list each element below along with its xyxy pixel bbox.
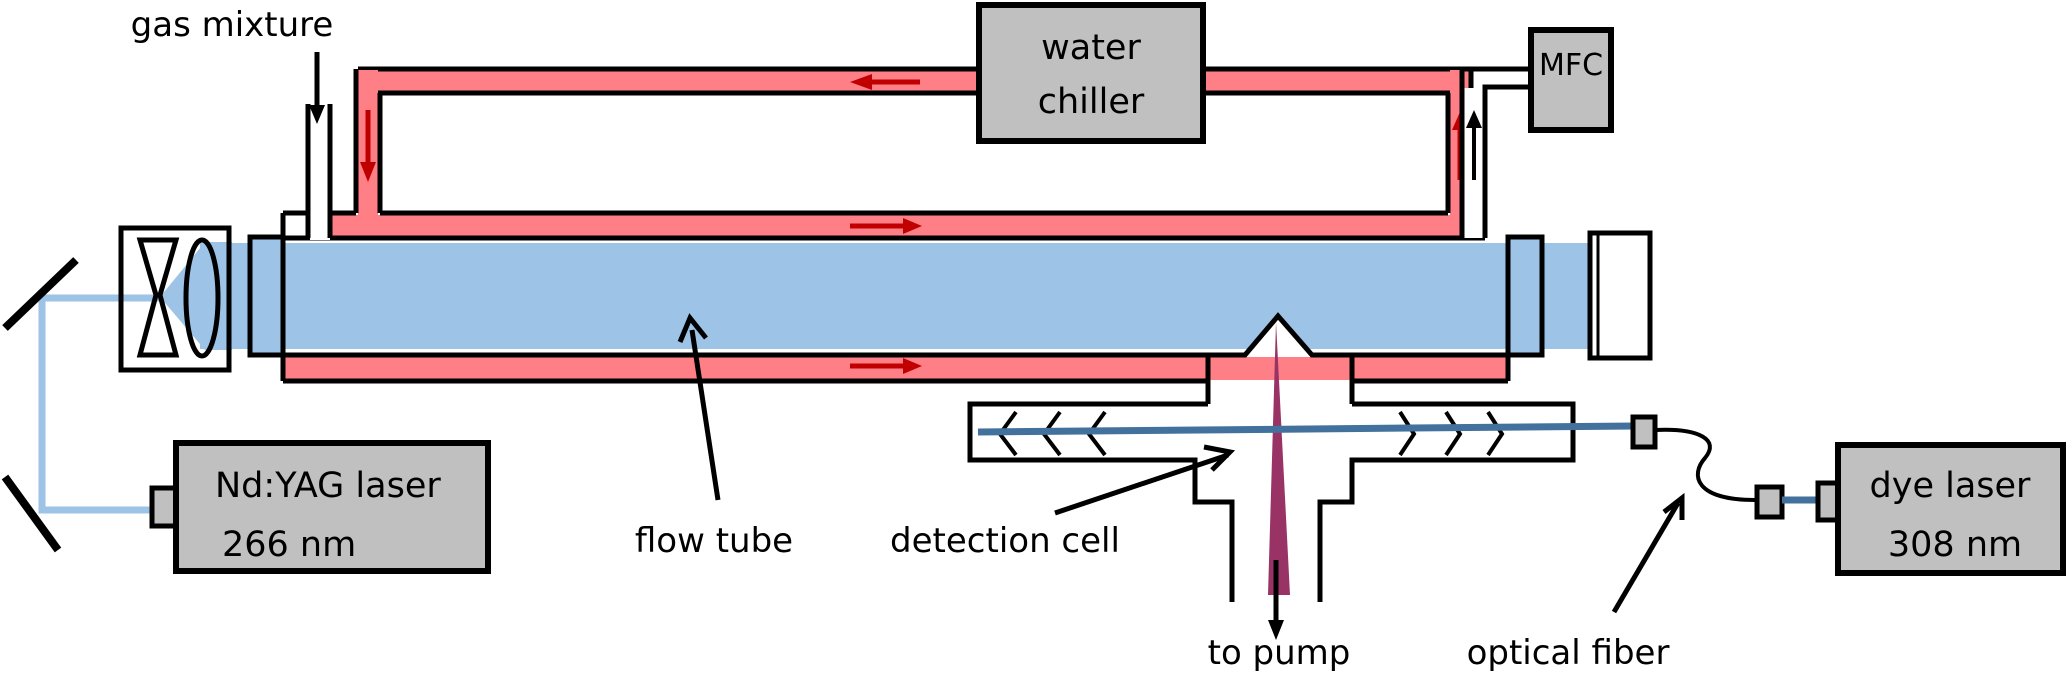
dye-label-1: dye laser (1870, 466, 2032, 506)
sampling-nozzle (1245, 318, 1312, 355)
ndyag-laser: Nd:YAG laser 266 nm (149, 440, 491, 574)
dye-laser: dye laser 308 nm (1815, 442, 2066, 576)
ndyag-label-2: 266 nm (222, 525, 356, 565)
to-pump-label: to pump (1208, 633, 1351, 673)
convex-lens-icon (183, 237, 221, 359)
detection-cell-right-wall (1317, 401, 1576, 602)
concave-lens-icon (136, 237, 180, 358)
dye-label-2: 308 nm (1888, 525, 2022, 565)
optical-fiber: optical fiber (1467, 414, 1818, 673)
optical-fiber-label: optical fiber (1467, 633, 1670, 673)
exit-window (1587, 230, 1653, 361)
mirror-lower (1, 474, 62, 553)
detection-cell-label: detection cell (890, 521, 1120, 561)
detection-cell-pointer (1054, 452, 1229, 516)
detection-cell: to pump detection cell (890, 312, 1636, 673)
photolysis-beam-volume (200, 243, 1600, 349)
ndyag-beam-path (38, 294, 160, 514)
flow-tube-left-cap (247, 234, 286, 358)
fiber-cable (1654, 427, 1756, 502)
detection-cell-left-wall (967, 401, 1235, 602)
water-chiller-label-2: chiller (1038, 82, 1145, 122)
mfc-label: MFC (1539, 48, 1603, 83)
mirror-upper (2, 257, 79, 331)
water-chiller: water chiller (976, 2, 1206, 144)
gas-inlet: gas mixture (131, 5, 334, 240)
flow-tube: flow tube (200, 230, 1653, 561)
water-chiller-box (976, 2, 1206, 144)
flow-tube-label: flow tube (635, 521, 793, 561)
flow-tube-pointer (689, 329, 721, 501)
gas-mixture-label: gas mixture (131, 5, 334, 45)
ndyag-label-1: Nd:YAG laser (215, 466, 441, 506)
probe-beam (977, 422, 1636, 436)
optical-fiber-pointer (1611, 501, 1681, 614)
mfc-line: MFC (1459, 27, 1614, 238)
telescope-box (118, 225, 232, 373)
flow-tube-right-cap (1505, 234, 1545, 358)
fiber-coupler-out (1630, 414, 1658, 450)
light-baffles (997, 410, 1505, 457)
dye-laser-box (1835, 442, 2066, 576)
ndyag-aperture (149, 485, 179, 529)
gas-jet-to-pump (1268, 322, 1290, 595)
mfc-box (1528, 27, 1614, 133)
photolysis-optics (1, 225, 232, 553)
ndyag-laser-box (173, 440, 491, 574)
fiber-coupler-in (1754, 484, 1785, 520)
water-chiller-label-1: water (1041, 28, 1141, 68)
